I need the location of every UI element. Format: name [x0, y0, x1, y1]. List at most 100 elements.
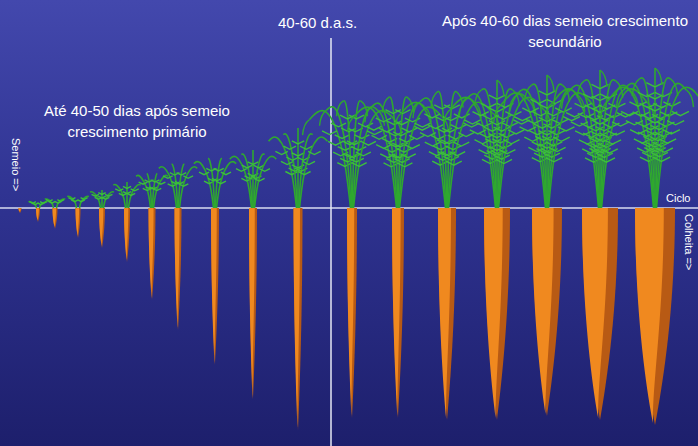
- leaf-stem: [101, 190, 103, 208]
- leaflet: [367, 131, 382, 135]
- carrot-root: [99, 208, 105, 248]
- carrot-plant: [395, 91, 499, 420]
- carrot-root-highlight: [76, 208, 80, 236]
- leaf-stem: [399, 103, 424, 208]
- carrot-plant: [347, 97, 448, 418]
- carrot-root-highlight: [635, 208, 664, 423]
- leaf-tip: [382, 97, 389, 113]
- leaf-tip: [525, 85, 532, 102]
- leaflet: [349, 158, 364, 162]
- leaflet: [591, 120, 608, 124]
- leaflet: [275, 151, 287, 154]
- leaflet: [399, 138, 414, 142]
- carrot-root-highlight: [53, 208, 57, 227]
- carrot-plant: [159, 164, 197, 330]
- leaflet: [546, 158, 563, 162]
- phase-boundary: 40-60 d.a.s.: [278, 12, 388, 33]
- leaflet: [563, 117, 580, 121]
- leaflet: [449, 152, 465, 156]
- leaf-stem: [602, 89, 648, 208]
- carrot-root-highlight: [19, 208, 21, 211]
- leaflet: [428, 125, 444, 129]
- leaflet: [322, 131, 337, 135]
- leaf-stem: [498, 94, 528, 208]
- leaf-stem: [194, 161, 214, 208]
- leaf-stem: [548, 89, 578, 208]
- leaf-tip: [547, 75, 554, 92]
- leaflet: [530, 99, 547, 103]
- leaflet: [551, 119, 568, 123]
- leaf-tip: [320, 110, 327, 126]
- leaflet: [356, 152, 371, 156]
- leaflet: [361, 141, 376, 145]
- leaflet: [98, 193, 105, 195]
- carrot-root-highlight: [392, 208, 401, 416]
- leaflet: [476, 123, 492, 127]
- leaflet: [608, 131, 625, 135]
- leaf-stem: [353, 107, 378, 208]
- leaflet: [127, 193, 135, 195]
- leaf-tip: [616, 90, 623, 107]
- leaflet: [308, 151, 320, 154]
- carrot-root: [392, 208, 404, 418]
- carrot-root-highlight: [211, 208, 217, 363]
- leaflet: [409, 135, 424, 139]
- leaflet: [526, 119, 543, 123]
- leaflet: [57, 200, 64, 202]
- leaf-tip: [655, 68, 662, 85]
- carrot-root: [76, 208, 81, 238]
- carrot-plant: [113, 182, 140, 262]
- leaflet: [651, 152, 668, 156]
- leaf-tip: [444, 109, 451, 125]
- leaflet: [539, 91, 556, 95]
- leaflet: [29, 202, 36, 204]
- leaflet: [248, 162, 259, 165]
- leaflet: [254, 178, 265, 181]
- carrot-root: [438, 208, 456, 420]
- carrot-plant: [601, 68, 698, 425]
- leaflet: [543, 153, 560, 157]
- leaf-tip: [546, 103, 553, 120]
- carrot-root: [294, 208, 303, 430]
- leaf-stem: [126, 182, 128, 208]
- leaflet: [286, 157, 298, 160]
- carrot-plant: [28, 202, 47, 222]
- leaflet: [331, 123, 346, 127]
- leaf-tip: [413, 102, 420, 118]
- leaf-stem: [147, 173, 152, 208]
- carrot-root-highlight: [438, 208, 451, 418]
- leaf-tip: [431, 91, 438, 107]
- leaflet: [396, 148, 411, 152]
- leaf-tip: [303, 120, 310, 136]
- carrot-plant: [136, 173, 168, 300]
- leaf-stem: [657, 87, 698, 208]
- leaflet: [591, 84, 608, 88]
- leaflet: [470, 130, 486, 134]
- leaflet: [667, 121, 684, 125]
- carrot-root-highlight: [532, 208, 554, 414]
- leaflet: [105, 194, 112, 196]
- leaflet: [663, 102, 680, 106]
- leaf-stem: [172, 164, 178, 208]
- leaflet: [183, 176, 193, 178]
- carrot-root: [175, 208, 182, 330]
- carrot-root: [19, 208, 22, 213]
- leaflet: [46, 200, 53, 202]
- leaflet: [298, 172, 310, 175]
- leaflet: [123, 186, 131, 188]
- leaflet: [40, 202, 47, 204]
- leaflet: [546, 142, 563, 146]
- leaf-stem: [208, 159, 215, 208]
- leaflet: [659, 139, 676, 143]
- phase-title: Após 40-60 dias semeio crescimento secun…: [440, 10, 690, 52]
- carrot-root: [149, 208, 156, 300]
- leaflet: [505, 112, 521, 116]
- leaf-stem: [129, 184, 141, 208]
- leaflet: [292, 141, 304, 144]
- leaflet: [502, 123, 518, 127]
- leaf-stem: [553, 89, 599, 208]
- leaflet: [281, 161, 293, 164]
- carrot-root: [53, 208, 58, 229]
- leaflet: [549, 147, 566, 151]
